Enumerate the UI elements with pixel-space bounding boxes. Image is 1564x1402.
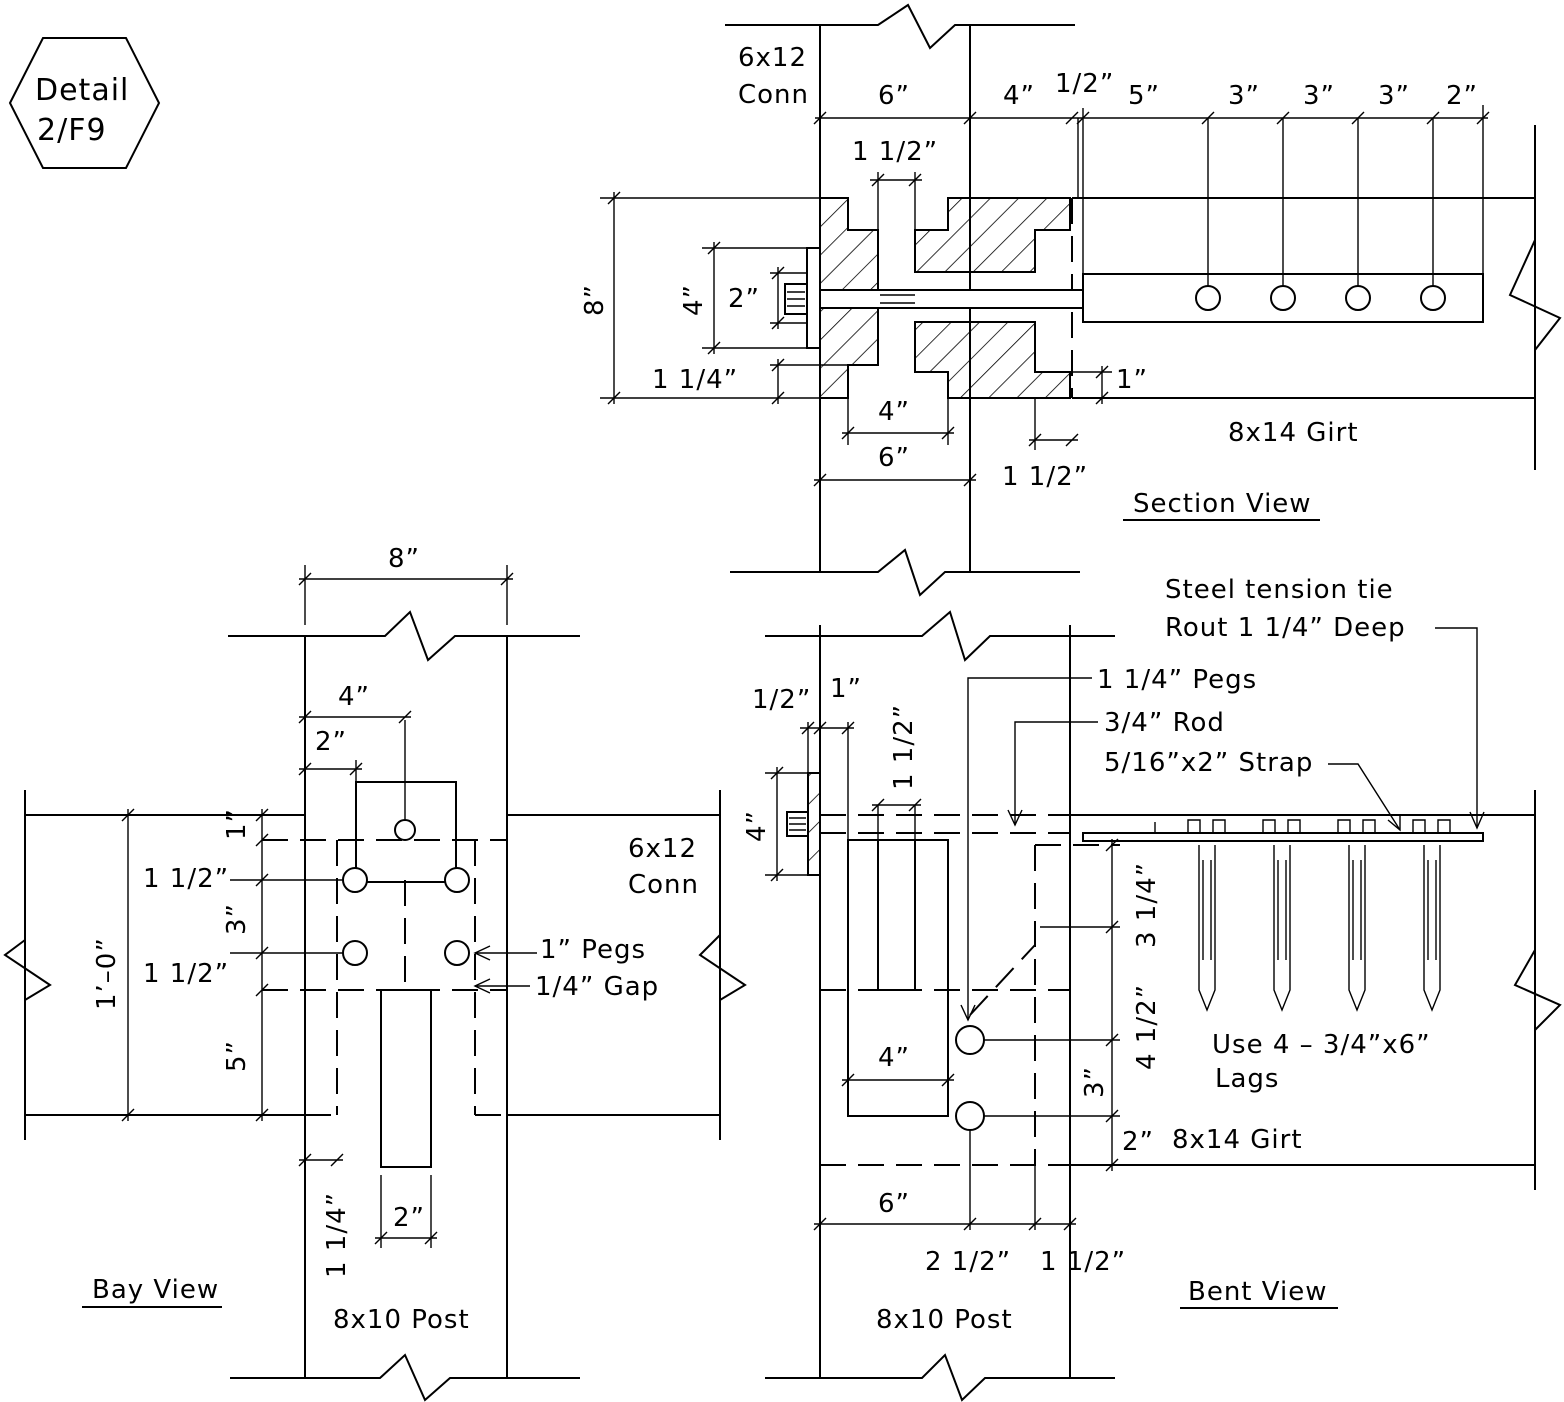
- bent-dim-4-left: 4”: [742, 810, 772, 842]
- bay-conn-label-1: 6x12: [628, 834, 697, 864]
- section-dim-1-25: 1 1/4”: [652, 365, 738, 395]
- bay-dim-12: 1’–0”: [92, 937, 122, 1010]
- bay-pegs-label: 1” Pegs: [540, 935, 646, 965]
- section-dim-4-left: 4”: [679, 284, 709, 316]
- section-conn-label-1: 6x12: [738, 43, 807, 73]
- section-dim-1-5-bottom: 1 1/2”: [1002, 462, 1088, 492]
- bay-conn-label-2: Conn: [628, 870, 699, 900]
- section-view: 6” 4” 1/2” 5” 3” 3” 3” 2” 1 1/2” 8” 4” 2…: [580, 3, 1562, 597]
- note-rout-depth: Rout 1 1/4” Deep: [1165, 613, 1406, 643]
- bay-dim-2-bottom: 2”: [393, 1203, 425, 1233]
- section-dim-2-left: 2”: [728, 284, 760, 314]
- detail-tag-line2: 2/F9: [37, 113, 107, 148]
- bay-gap-label: 1/4” Gap: [535, 972, 659, 1002]
- bent-dim-3: 3”: [1080, 1066, 1110, 1098]
- note-rod: 3/4” Rod: [1104, 708, 1225, 738]
- bent-post-label: 8x10 Post: [876, 1305, 1013, 1335]
- section-dim-8: 8”: [580, 284, 610, 316]
- section-dim-gap: 1 1/2”: [852, 137, 938, 167]
- section-dim-3a: 3”: [1228, 81, 1260, 111]
- bay-dim-1: 1”: [222, 808, 252, 840]
- bent-view: 1/2” 1” 1 1/2” 4” 3 1/4” 4 1/2” 3” 2” 4”: [742, 575, 1562, 1402]
- bay-post-label: 8x10 Post: [333, 1305, 470, 1335]
- bay-dim-8: 8”: [388, 544, 420, 574]
- lag-screw-4: [1412, 819, 1451, 1012]
- bent-dim-6: 6”: [878, 1189, 910, 1219]
- detail-tag-line1: Detail: [35, 73, 129, 108]
- bent-girt-label: 8x14 Girt: [1172, 1125, 1303, 1155]
- note-lags-1: Use 4 – 3/4”x6”: [1212, 1030, 1431, 1060]
- section-dim-4-top: 4”: [1003, 81, 1035, 111]
- section-girt-label: 8x14 Girt: [1228, 418, 1359, 448]
- bent-dim-4: 4”: [878, 1043, 910, 1073]
- bent-dim-1: 1”: [830, 674, 862, 704]
- bay-dim-1-25: 1 1/4”: [322, 1192, 352, 1278]
- note-steel-tension-tie: Steel tension tie: [1165, 575, 1394, 605]
- bent-dim-2-5: 2 1/2”: [925, 1247, 1011, 1277]
- section-dim-6-top: 6”: [878, 81, 910, 111]
- bay-view: 8” 4” 2” 1’–0” 1” 1 1/2” 3” 1 1/2” 5” 1: [3, 544, 747, 1402]
- bent-view-title: Bent View: [1188, 1277, 1327, 1307]
- bay-dim-5: 5”: [222, 1040, 252, 1072]
- lag-screw-2: [1262, 819, 1301, 1012]
- section-dim-2: 2”: [1446, 81, 1478, 111]
- bent-dim-2-right: 2”: [1122, 1127, 1154, 1157]
- section-dim-half: 1/2”: [1055, 69, 1114, 99]
- section-dim-5: 5”: [1128, 81, 1160, 111]
- section-dim-1: 1”: [1116, 365, 1148, 395]
- section-conn-label-2: Conn: [738, 80, 809, 110]
- note-strap: 5/16”x2” Strap: [1104, 748, 1313, 778]
- section-dim-6-bottom: 6”: [878, 443, 910, 473]
- bent-dim-3-25: 3 1/4”: [1132, 862, 1162, 948]
- section-dim-4-bottom: 4”: [878, 397, 910, 427]
- bay-dim-1-5a: 1 1/2”: [143, 864, 229, 894]
- section-view-title: Section View: [1133, 489, 1312, 519]
- lag-screw-1: [1187, 819, 1226, 1012]
- bent-dim-1-5-bottom: 1 1/2”: [1040, 1247, 1126, 1277]
- bay-dim-2-top: 2”: [315, 727, 347, 757]
- detail-tag: Detail 2/F9: [8, 37, 161, 169]
- bent-dim-half: 1/2”: [752, 685, 811, 715]
- note-lags-2: Lags: [1215, 1064, 1279, 1094]
- section-dim-3b: 3”: [1303, 81, 1335, 111]
- bay-dim-1-5b: 1 1/2”: [143, 959, 229, 989]
- bent-dim-4-5: 4 1/2”: [1132, 984, 1162, 1070]
- bay-dim-3: 3”: [222, 903, 252, 935]
- bay-view-title: Bay View: [92, 1275, 219, 1305]
- note-pegs: 1 1/4” Pegs: [1097, 665, 1257, 695]
- bent-dim-1-5-top: 1 1/2”: [889, 704, 919, 790]
- bay-dim-4: 4”: [338, 682, 370, 712]
- section-dim-3c: 3”: [1378, 81, 1410, 111]
- lag-screw-3: [1337, 819, 1376, 1012]
